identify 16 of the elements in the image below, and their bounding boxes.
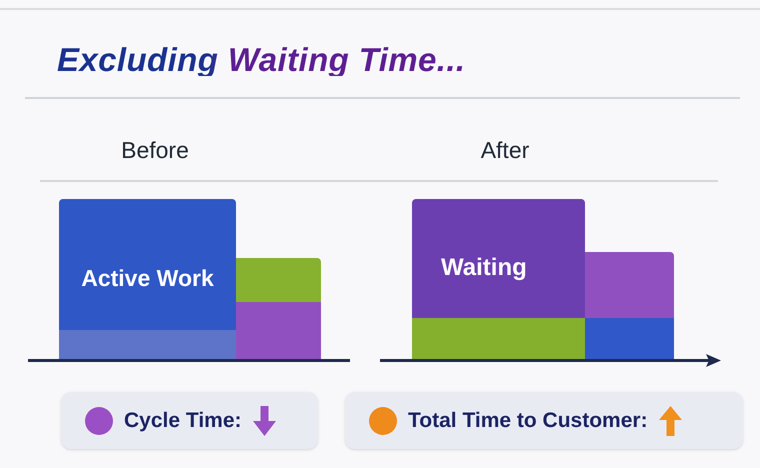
column-heading: Before: [120, 139, 190, 162]
bar-label: Active Work: [80, 267, 215, 290]
bar-segment: [236, 302, 321, 360]
status-label: Cycle Time:: [124, 410, 242, 431]
bar-segment: [59, 330, 236, 360]
bar-segment: [412, 199, 585, 318]
bar-segment: [585, 252, 674, 318]
status-card: [345, 392, 743, 449]
column-heading: After: [480, 139, 530, 162]
bar-segment: [412, 318, 585, 360]
bar-segment: [585, 318, 674, 360]
bar-segment: [236, 258, 321, 302]
bar-segment: [59, 199, 236, 360]
bar-label: Waiting: [441, 256, 527, 280]
status-label: Total Time to Customer:: [408, 410, 648, 431]
status-card: [61, 392, 318, 449]
